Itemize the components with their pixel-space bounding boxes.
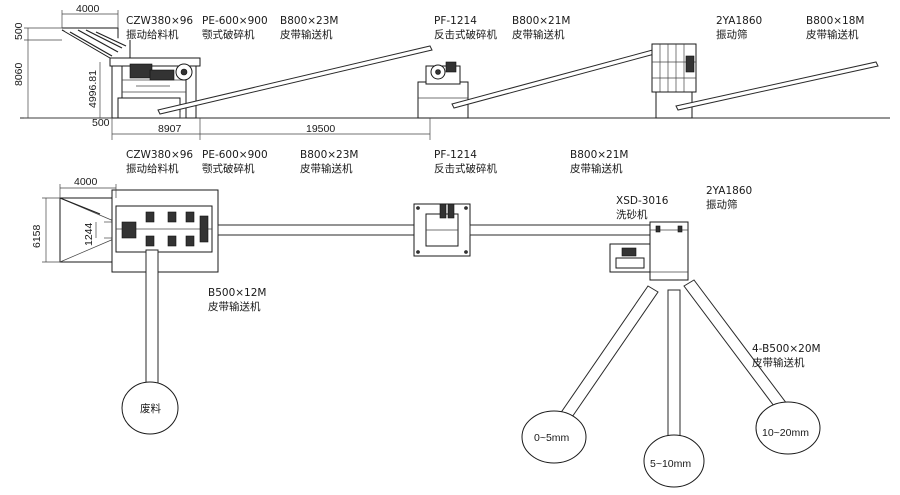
plan-jaw-model: PE-600×900 bbox=[202, 149, 268, 161]
side-belt2-name: 皮带输送机 bbox=[512, 28, 565, 41]
feeder-hopper-plan bbox=[59, 197, 117, 263]
plan-dimension-lines bbox=[42, 184, 117, 263]
dim-elevation: 4996.81 bbox=[87, 70, 99, 108]
vibrating-screen-plan bbox=[649, 221, 689, 281]
side-screen-name: 振动筛 bbox=[716, 28, 748, 41]
plan-dim-height: 6158 bbox=[31, 224, 43, 248]
pile-waste bbox=[121, 381, 179, 435]
belt-conveyor-3-side bbox=[675, 61, 879, 111]
plan-feeder-name: 振动给料机 bbox=[126, 162, 179, 175]
impact-crusher-side bbox=[417, 61, 469, 119]
plan-screen-model: 2YA1860 bbox=[706, 185, 752, 197]
dim-span-1: 8907 bbox=[158, 123, 182, 135]
side-jaw-name: 颚式破碎机 bbox=[202, 28, 255, 41]
plan-impact-name: 反击式破碎机 bbox=[434, 162, 497, 175]
side-feeder-name: 振动给料机 bbox=[126, 28, 179, 41]
side-feeder-model: CZW380×96 bbox=[126, 15, 193, 27]
dim-base: 500 bbox=[92, 117, 110, 129]
impact-crusher-plan bbox=[413, 203, 471, 257]
plan-view: 4000 6158 1244 CZW380×96 振动给料机 PE-600×90… bbox=[31, 149, 821, 488]
plan-jaw-name: 颚式破碎机 bbox=[202, 162, 255, 175]
belt-conveyor-2-plan bbox=[469, 224, 655, 236]
feeder-hopper-side bbox=[61, 27, 131, 59]
plan-waste-belt-name: 皮带输送机 bbox=[208, 300, 261, 313]
plan-dim-width: 4000 bbox=[74, 176, 98, 188]
side-belt3-name: 皮带输送机 bbox=[806, 28, 859, 41]
side-belt1-model: B800×23M bbox=[280, 15, 338, 27]
plan-feeder-model: CZW380×96 bbox=[126, 149, 193, 161]
dim-top-height: 500 bbox=[13, 22, 25, 40]
plan-screen-name: 振动筛 bbox=[706, 198, 738, 211]
jaw-crusher-plan bbox=[111, 189, 219, 273]
pile-mid bbox=[643, 434, 705, 488]
pile-coarse-label: 10~20mm bbox=[762, 427, 809, 439]
side-dimension-lines bbox=[24, 10, 431, 140]
side-view: 4000 500 8060 4996.81 500 8907 19500 CZW… bbox=[13, 3, 890, 140]
side-belt3-model: B800×18M bbox=[806, 15, 864, 27]
belt-conveyor-1-side bbox=[157, 45, 433, 118]
dim-total-height: 8060 bbox=[13, 62, 25, 86]
side-belt1-name: 皮带输送机 bbox=[280, 28, 333, 41]
pile-fine bbox=[521, 410, 587, 464]
plan-waste-belt-model: B500×12M bbox=[208, 287, 266, 299]
dim-span-2: 19500 bbox=[306, 123, 335, 135]
belt-conveyor-1-plan bbox=[217, 224, 415, 236]
side-belt2-model: B800×21M bbox=[512, 15, 570, 27]
pile-fine-label: 0~5mm bbox=[534, 432, 570, 444]
vibrating-screen-side bbox=[651, 43, 697, 119]
pile-waste-label: 废料 bbox=[140, 402, 161, 415]
plan-washer-name: 洗砂机 bbox=[616, 208, 648, 221]
output-belts-plan bbox=[559, 279, 791, 445]
side-screen-model: 2YA1860 bbox=[716, 15, 762, 27]
sand-washer-plan bbox=[609, 243, 651, 273]
pile-mid-label: 5~10mm bbox=[650, 458, 691, 470]
plan-out-belt-model: 4-B500×20M bbox=[752, 343, 821, 355]
waste-belt-plan bbox=[145, 249, 159, 401]
side-jaw-model: PE-600×900 bbox=[202, 15, 268, 27]
support-structure-side bbox=[109, 57, 201, 119]
plan-belt2-name: 皮带输送机 bbox=[570, 162, 623, 175]
dim-top-width: 4000 bbox=[76, 3, 100, 15]
plan-out-belt-name: 皮带输送机 bbox=[752, 356, 805, 369]
plan-washer-model: XSD-3016 bbox=[616, 195, 669, 207]
plan-impact-model: PF-1214 bbox=[434, 149, 477, 161]
plan-dim-inner: 1244 bbox=[83, 222, 95, 246]
plan-belt2-model: B800×21M bbox=[570, 149, 628, 161]
belt-conveyor-2-side bbox=[451, 47, 663, 109]
side-impact-model: PF-1214 bbox=[434, 15, 477, 27]
plan-belt1-name: 皮带输送机 bbox=[300, 162, 353, 175]
pile-coarse bbox=[755, 401, 821, 455]
side-impact-name: 反击式破碎机 bbox=[434, 28, 497, 41]
plan-belt1-model: B800×23M bbox=[300, 149, 358, 161]
